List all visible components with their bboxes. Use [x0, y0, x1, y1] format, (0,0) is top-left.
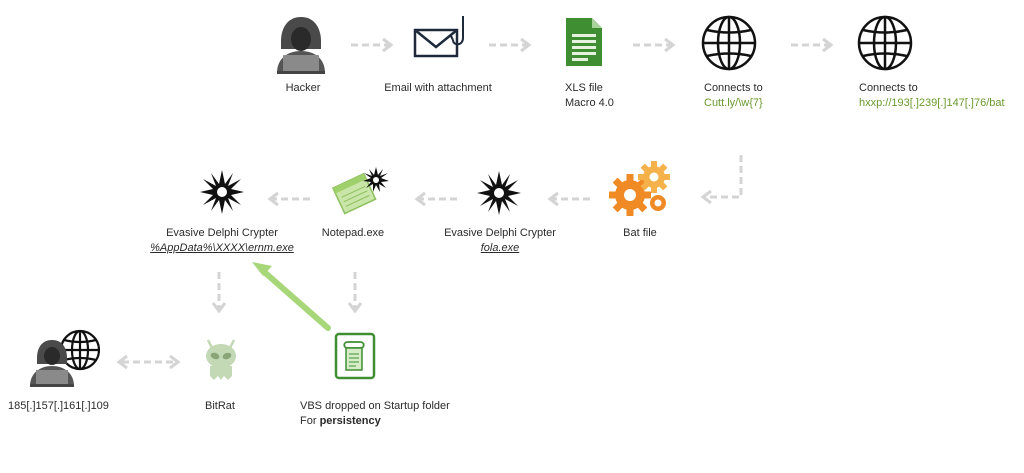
vbs-label-prefix: For	[300, 415, 320, 427]
envelope-hook-icon	[413, 14, 469, 60]
globe-icon	[701, 15, 757, 71]
connect1-label-line1: Connects to	[704, 82, 763, 94]
vbs-label: VBS dropped on Startup folder For persis…	[300, 399, 450, 429]
crypter1-filename: fola.exe	[480, 242, 520, 254]
arrow-bitrat-c2-bidirectional	[116, 354, 181, 370]
crypter2-label: Evasive Delphi Crypter %AppData%\XXXX\er…	[142, 226, 302, 256]
hacker-globe-icon	[28, 328, 100, 388]
crypter1-label: Evasive Delphi Crypter fola.exe	[438, 226, 562, 256]
arrow-crypter1-to-notepad	[414, 191, 457, 207]
crypter2-title: Evasive Delphi Crypter	[166, 227, 278, 239]
arrow-hacker-to-email	[351, 37, 394, 53]
arrow-connect1-to-connect2	[791, 37, 834, 53]
globe-icon	[857, 15, 913, 71]
arrow-xls-to-connect1	[633, 37, 676, 53]
arrow-vbs-to-crypter2-persistency	[252, 262, 331, 331]
xls-label-line2: Macro 4.0	[565, 97, 614, 109]
hacker-label: Hacker	[285, 82, 321, 94]
crypter2-path: %AppData%\XXXX\ernm.exe	[150, 242, 294, 254]
xls-label: XLS file Macro 4.0	[565, 81, 614, 111]
notepad-label: Notepad.exe	[321, 227, 385, 239]
gears-icon	[608, 159, 672, 217]
connect2-label: Connects to hxxp://193[.]239[.]147[.]76/…	[859, 81, 1005, 111]
script-icon	[334, 332, 376, 380]
xls-label-line1: XLS file	[565, 82, 603, 94]
vbs-label-bold: persistency	[319, 415, 381, 427]
arrow-crypter2-to-bitrat	[211, 272, 227, 314]
email-label: Email with attachment	[384, 82, 492, 94]
spreadsheet-icon	[564, 16, 604, 68]
arrow-batfile-to-crypter1	[547, 191, 590, 207]
bitrat-label: BitRat	[205, 400, 235, 412]
arrow-connect2-to-batfile	[700, 155, 743, 205]
arrow-notepad-to-crypter2	[267, 191, 310, 207]
arrow-notepad-to-vbs	[347, 272, 363, 314]
vbs-label-line2: For persistency	[300, 414, 450, 429]
crypter1-title: Evasive Delphi Crypter	[444, 227, 556, 239]
starburst-icon	[477, 171, 521, 215]
notepad-icon	[330, 165, 390, 215]
connect1-url: Cutt.ly/\w{7}	[704, 97, 763, 109]
arrow-email-to-xls	[489, 37, 532, 53]
starburst-icon	[200, 170, 244, 214]
connect1-label: Connects to Cutt.ly/\w{7}	[704, 81, 763, 111]
c2-address-label: 185[.]157[.]161[.]109	[8, 400, 109, 412]
connect2-label-line1: Connects to	[859, 82, 918, 94]
batfile-label: Bat file	[623, 227, 657, 239]
alien-icon	[198, 336, 244, 382]
vbs-label-line1: VBS dropped on Startup folder	[300, 400, 450, 412]
hacker-icon	[273, 15, 329, 75]
connect2-url: hxxp://193[.]239[.]147[.]76/bat	[859, 97, 1005, 109]
